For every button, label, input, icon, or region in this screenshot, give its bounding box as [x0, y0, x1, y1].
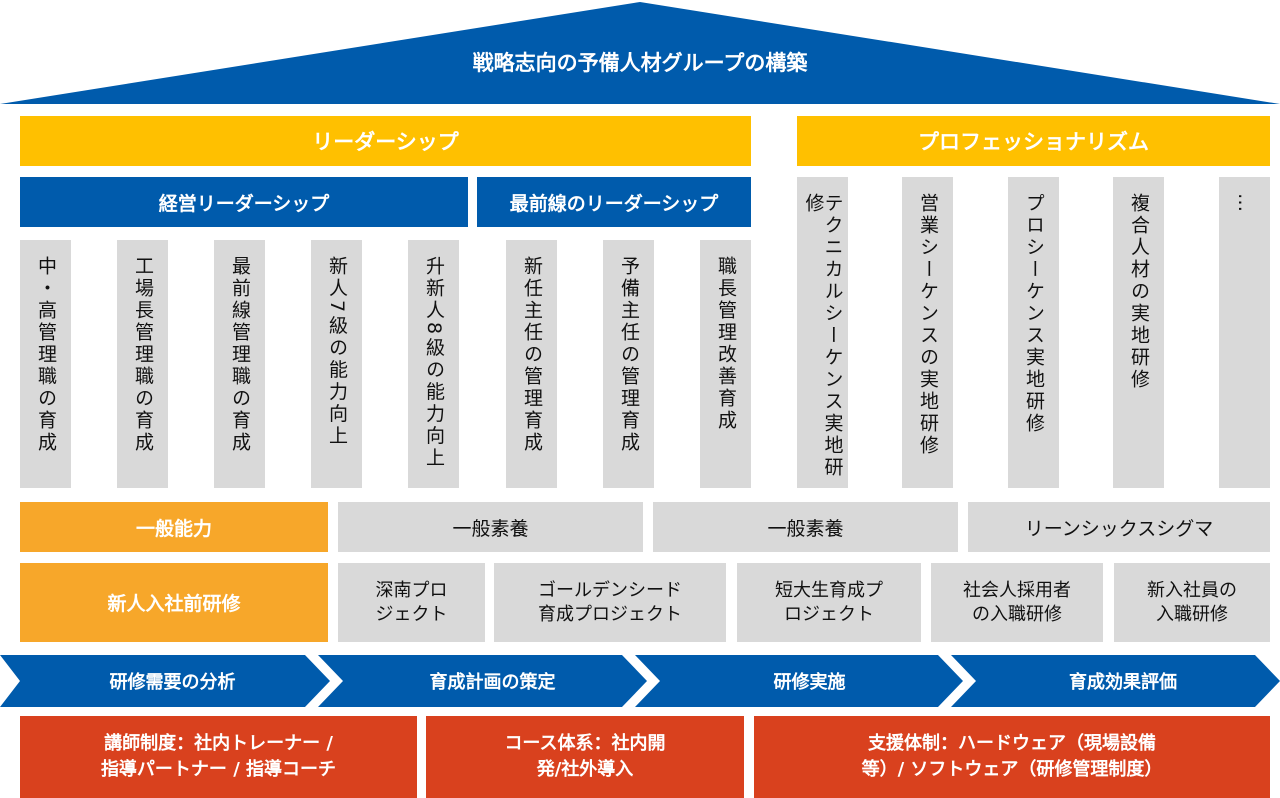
column-label: プロシーケンス実地研修 — [1023, 193, 1045, 435]
column-label: テクニカルシーケンス実地研修 — [802, 193, 844, 479]
support-box: 講師制度：社内トレーナー / 指導パートナー / 指導コーチ — [20, 716, 417, 798]
program-box: 短大生育成プ ロジェクト — [737, 563, 921, 642]
support-line: 指導パートナー / 指導コーチ — [100, 759, 337, 780]
leadership-column: 最前線管理職の育成 — [214, 240, 265, 488]
support-line: コース体系：社内開 — [504, 733, 666, 754]
program-line: ゴールデンシード — [538, 579, 682, 601]
process-arrows — [0, 655, 1280, 707]
column-label: 予備主任の管理育成 — [618, 256, 640, 454]
leadership-column: 職長管理改善育成 — [700, 240, 751, 488]
support-line: 講師制度：社内トレーナー / — [104, 733, 333, 754]
program-box: 深南プロ ジェクト — [338, 563, 485, 642]
column-label: 新任主任の管理育成 — [521, 256, 543, 454]
leadership-column: 新人7級の能力向上 — [311, 240, 362, 488]
process-step: 育成効果評価 — [1069, 672, 1177, 693]
support-box: コース体系：社内開 発/社外導入 — [426, 716, 744, 798]
program-box: 社会人採用者 の入職研修 — [931, 563, 1103, 642]
leadership-column: 工場長管理職の育成 — [117, 240, 168, 488]
program-box: 新入社員の 入職研修 — [1114, 563, 1270, 642]
process-step: 研修実施 — [773, 672, 846, 693]
process-step: 育成計画の策定 — [429, 672, 556, 693]
column-label: 職長管理改善育成 — [715, 256, 737, 432]
program-line: 新入社員の — [1147, 579, 1237, 601]
lean-six-sigma-box: リーンシックスシグマ — [968, 502, 1270, 552]
process-chevron — [951, 655, 1280, 707]
support-box: 支援体制：ハードウェア（現場設備 等）/ ソフトウェア（研修管理制度） — [754, 716, 1270, 798]
program-line: 入職研修 — [1156, 603, 1228, 625]
general-culture-box: 一般素養 — [653, 502, 958, 552]
process-chevron — [318, 655, 647, 707]
frontline-leadership-header: 最前線のリーダーシップ — [477, 177, 751, 227]
column-label: 最前線管理職の育成 — [229, 256, 251, 454]
professionalism-column: テクニカルシーケンス実地研修 — [797, 177, 848, 488]
professionalism-header: プロフェッショナリズム — [797, 116, 1270, 166]
roof-shape — [0, 2, 1280, 104]
program-line: 短大生育成プ — [775, 579, 883, 601]
leadership-column: 中・高管理職の育成 — [20, 240, 71, 488]
leadership-column: 新任主任の管理育成 — [506, 240, 557, 488]
general-ability-box: 一般能力 — [20, 502, 328, 552]
pre-join-training-box: 新人入社前研修 — [20, 563, 328, 642]
support-line: 支援体制：ハードウェア（現場設備 — [868, 733, 1156, 754]
program-line: ロジェクト — [784, 603, 874, 625]
professionalism-column: 営業シーケンスの実地研修 — [902, 177, 953, 488]
general-culture-box: 一般素養 — [338, 502, 643, 552]
column-label: 営業シーケンスの実地研修 — [917, 193, 939, 457]
support-line: 発/社外導入 — [536, 759, 634, 780]
leadership-column: 予備主任の管理育成 — [603, 240, 654, 488]
support-line: 等）/ ソフトウェア（研修管理制度） — [861, 759, 1163, 780]
column-label: 中・高管理職の育成 — [35, 256, 57, 454]
program-line: ジェクト — [375, 603, 448, 625]
roof-title: 戦略志向の予備人材グループの構築 — [472, 51, 808, 75]
process-chevron — [0, 655, 330, 707]
program-box: ゴールデンシード 育成プロジェクト — [494, 563, 726, 642]
program-line: の入職研修 — [972, 603, 1062, 625]
column-label: 工場長管理職の育成 — [132, 256, 154, 454]
column-label: 複合人材の実地研修 — [1128, 193, 1150, 391]
column-label: … — [1234, 193, 1256, 215]
management-leadership-header: 経営リーダーシップ — [20, 177, 468, 227]
column-label: 新人7級の能力向上 — [326, 256, 348, 448]
process-chevron — [635, 655, 963, 707]
process-step: 研修需要の分析 — [109, 672, 236, 693]
column-label: 升新人8級の能力向上 — [423, 256, 445, 470]
professionalism-column: … — [1219, 177, 1270, 488]
leadership-header: リーダーシップ — [20, 116, 751, 166]
leadership-column: 升新人8級の能力向上 — [408, 240, 459, 488]
program-line: 社会人採用者 — [963, 579, 1071, 601]
professionalism-column: 複合人材の実地研修 — [1113, 177, 1164, 488]
program-line: 深南プロ — [375, 579, 448, 601]
professionalism-column: プロシーケンス実地研修 — [1008, 177, 1059, 488]
program-line: 育成プロジェクト — [538, 603, 682, 625]
